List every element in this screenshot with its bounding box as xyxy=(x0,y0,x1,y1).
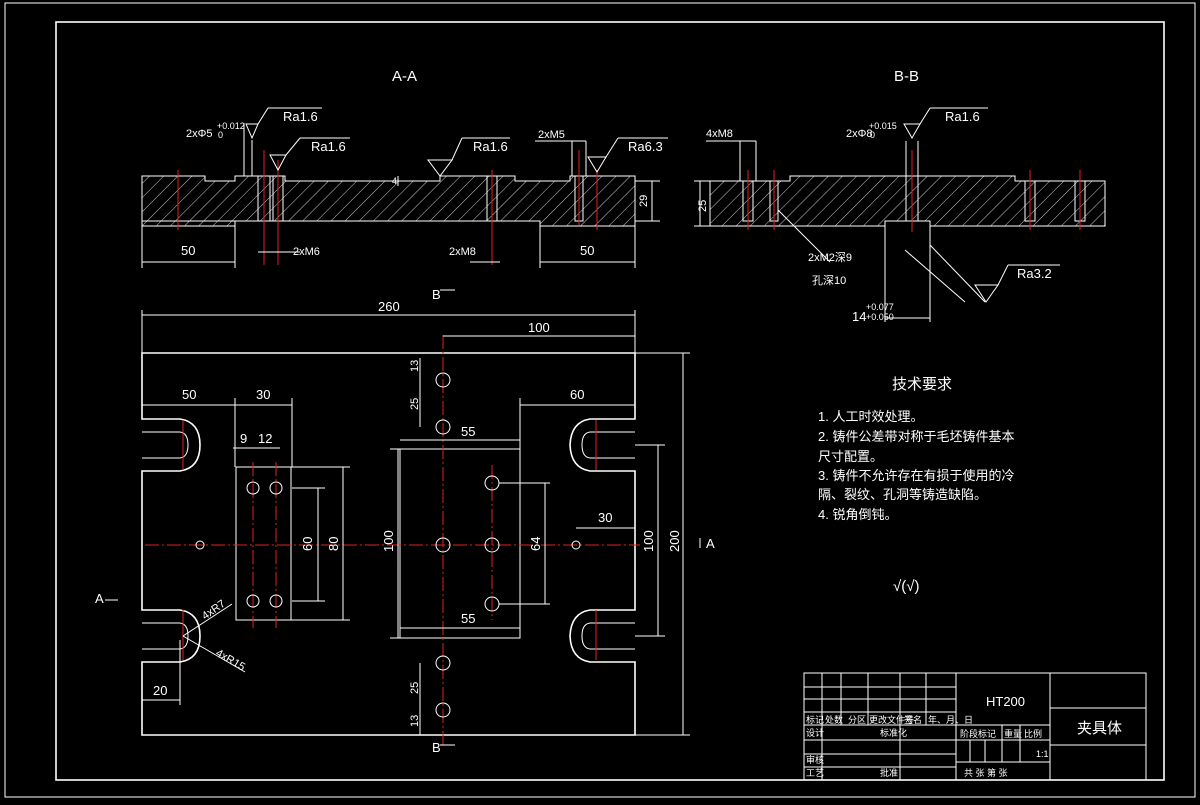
dim-50: 50 xyxy=(182,387,196,402)
plan-b-top: B xyxy=(432,287,441,302)
title-row-label-6: 年、月、日 xyxy=(928,714,973,725)
bb-ra1: Ra1.6 xyxy=(945,109,980,124)
dim-60-vertical: 60 xyxy=(300,537,315,551)
dim-25-bottom: 25 xyxy=(409,682,421,694)
bb-width-tol-low: +0.050 xyxy=(866,312,894,322)
title-row-label-2: 处数 xyxy=(825,714,843,725)
process-label: 工艺 xyxy=(806,768,824,778)
tech-item-3: 3. 铸件不允许存在有损于使用的冷 xyxy=(818,468,1014,483)
aa-dim-50-right: 50 xyxy=(580,243,594,258)
dim-20: 20 xyxy=(153,683,167,698)
inner-border xyxy=(55,21,1165,781)
section-bb-title: B-B xyxy=(894,68,919,85)
dim-4xr7: 4xR7 xyxy=(200,598,228,623)
aa-height-dim: 29 xyxy=(638,195,650,207)
aa-m8: 2xM8 xyxy=(449,246,476,258)
bb-m2: 2xM2深9 xyxy=(808,251,852,264)
bb-hole-tol-up: +0.015 xyxy=(869,121,897,131)
review-label: 审核 xyxy=(806,754,824,765)
aa-ra1: Ra1.6 xyxy=(283,109,318,124)
tech-requirements-title: 技术要求 xyxy=(892,376,952,393)
aa-ra2: Ra1.6 xyxy=(311,139,346,154)
dim-260: 260 xyxy=(378,299,400,314)
dim-12: 12 xyxy=(258,431,272,446)
dim-13-top: 13 xyxy=(409,360,421,372)
section-bb-view xyxy=(694,107,1106,322)
bb-width-tol-up: +0.077 xyxy=(866,302,894,312)
approve-label: 批准 xyxy=(880,767,898,778)
tech-item-4: 4. 锐角倒钝。 xyxy=(818,507,897,522)
outer-border xyxy=(4,2,1196,798)
aa-m6: 2xM6 xyxy=(293,246,320,258)
dim-100-left: 100 xyxy=(381,530,396,552)
dim-13-bottom: 13 xyxy=(409,715,421,727)
standardization-label: 标准化 xyxy=(880,727,907,738)
dim-100-right: 100 xyxy=(641,530,656,552)
dim-200: 200 xyxy=(667,530,682,552)
stage-label: 阶段标记 xyxy=(960,728,996,739)
dim-25-top: 25 xyxy=(409,398,421,410)
bb-m8: 4xM8 xyxy=(706,128,733,140)
bb-width: 14 xyxy=(852,309,866,324)
center-pad xyxy=(399,448,521,639)
design-label: 设计 xyxy=(806,727,824,738)
title-row-label-3: 分区 xyxy=(848,715,866,725)
tech-item-2: 2. 铸件公差带对称于毛坯铸件基本 xyxy=(818,429,1014,444)
plan-a-right: A xyxy=(706,536,715,551)
dim-64: 64 xyxy=(528,537,543,551)
sheets-label: 共 张 第 张 xyxy=(964,767,1008,778)
tech-item-3b: 隔、裂纹、孔洞等铸造缺陷。 xyxy=(818,487,987,502)
section-aa-body xyxy=(141,175,636,227)
bb-height-dim: 25 xyxy=(697,200,709,212)
title-row-label-1: 标记 xyxy=(806,714,824,725)
plan-view xyxy=(105,289,701,746)
tech-item-2b: 尺寸配置。 xyxy=(818,449,883,464)
tech-item-1: 1. 人工时效处理。 xyxy=(818,409,923,424)
dim-100-top: 100 xyxy=(528,320,550,335)
dim-30-right: 30 xyxy=(598,510,612,525)
aa-ra4: Ra6.3 xyxy=(628,139,663,154)
bb-hole-label: 2xΦ8 xyxy=(846,128,873,140)
left-pad xyxy=(235,466,292,621)
aa-hole1-tol-up: +0.012 xyxy=(217,121,245,131)
section-aa-view xyxy=(141,107,668,268)
section-bb-body xyxy=(709,175,1106,227)
title-row-label-4: 更改文件号 xyxy=(869,714,914,725)
dim-55-top: 55 xyxy=(461,424,475,439)
ratio-label: 比例 xyxy=(1024,728,1042,739)
roughness-symbol: √(√) xyxy=(893,578,919,595)
dim-4xr15: 4xR15 xyxy=(214,647,248,673)
dim-80: 80 xyxy=(326,537,341,551)
aa-flat-dim: 4 xyxy=(392,176,397,186)
bb-depth: 孔深10 xyxy=(812,274,846,287)
aa-hole1-tol-low: 0 xyxy=(218,130,223,140)
plan-a-left: A xyxy=(95,591,104,606)
section-aa-title: A-A xyxy=(392,68,417,85)
aa-dim-50-left: 50 xyxy=(181,243,195,258)
material-label: HT200 xyxy=(986,694,1025,709)
scale-value: 1:1 xyxy=(1036,749,1049,759)
plan-b-bottom: B xyxy=(432,740,441,755)
aa-hole1-label: 2xΦ5 xyxy=(186,128,213,140)
dim-55-bottom: 55 xyxy=(461,611,475,626)
weight-label: 重量 xyxy=(1004,728,1022,739)
title-block xyxy=(803,672,1147,781)
bb-hole-tol-low: 0 xyxy=(870,130,875,140)
bb-ra2: Ra3.2 xyxy=(1017,266,1052,281)
dim-30: 30 xyxy=(256,387,270,402)
aa-m5: 2xM5 xyxy=(538,129,565,141)
title-row-label-5: 签名 xyxy=(904,714,922,725)
dim-60: 60 xyxy=(570,387,584,402)
dim-9: 9 xyxy=(240,431,247,446)
aa-ra3: Ra1.6 xyxy=(473,139,508,154)
part-name: 夹具体 xyxy=(1077,720,1122,737)
